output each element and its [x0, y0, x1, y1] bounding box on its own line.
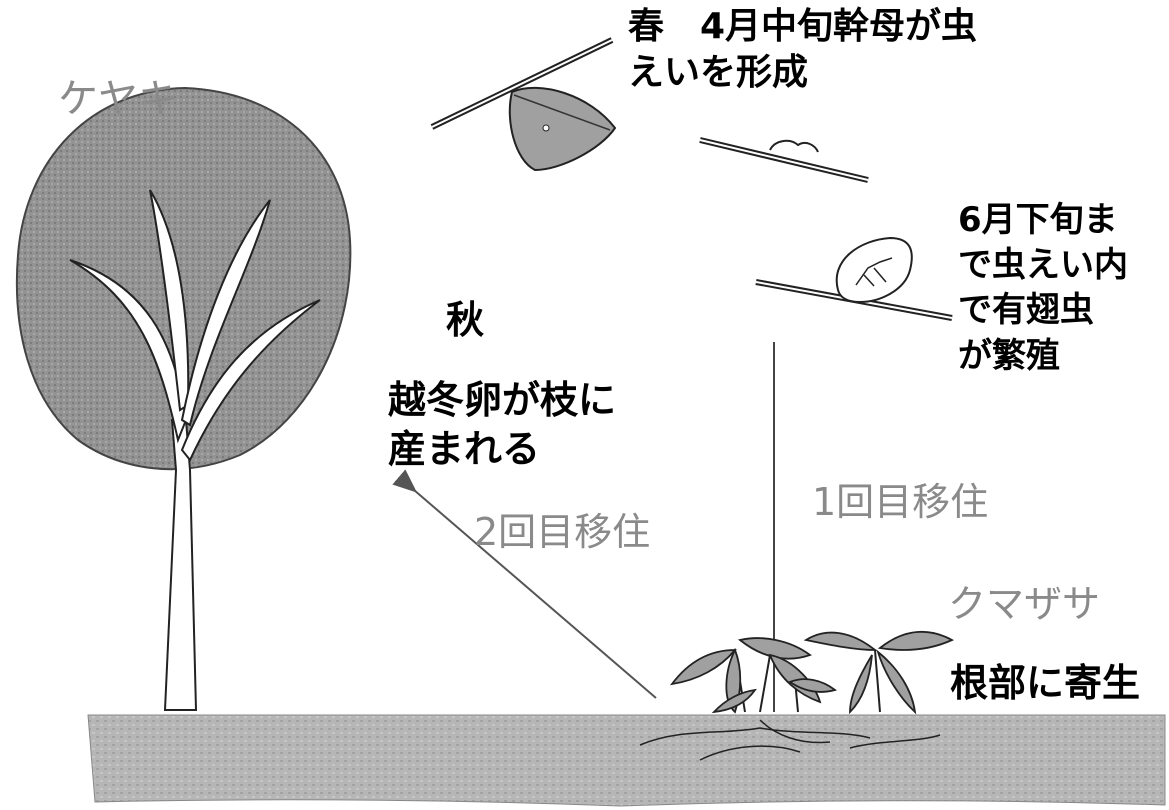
gall-pod [835, 236, 913, 304]
stem-mother-twig [699, 137, 869, 183]
spring-label: 春 4月中旬幹母が虫 えいを形成 [628, 6, 978, 94]
kumazasa-plant [639, 630, 955, 761]
ground [87, 714, 1166, 807]
spring-leaf-gall [430, 37, 617, 172]
autumn-title: 秋 [446, 298, 484, 342]
migration-2-label: 2回目移住 [474, 510, 650, 554]
bamboo-name: クマザサ [948, 582, 1100, 626]
autumn-description: 越冬卵が枝に 産まれる [388, 378, 617, 471]
tree-crown [15, 86, 352, 471]
june-gall [755, 236, 953, 321]
tree-name: ケヤキ [58, 76, 178, 122]
june-label: 6月下旬ま で虫えい内 で有翅虫 が繁殖 [958, 200, 1128, 376]
migration-1-label: 1回目移住 [812, 480, 988, 524]
keyaki-tree [15, 86, 352, 711]
gall-leaf [508, 86, 617, 172]
tree-branches [69, 189, 321, 462]
plant-roots [639, 719, 941, 761]
root-parasite-label: 根部に寄生 [950, 661, 1140, 705]
migration-2-arrow [392, 469, 657, 699]
